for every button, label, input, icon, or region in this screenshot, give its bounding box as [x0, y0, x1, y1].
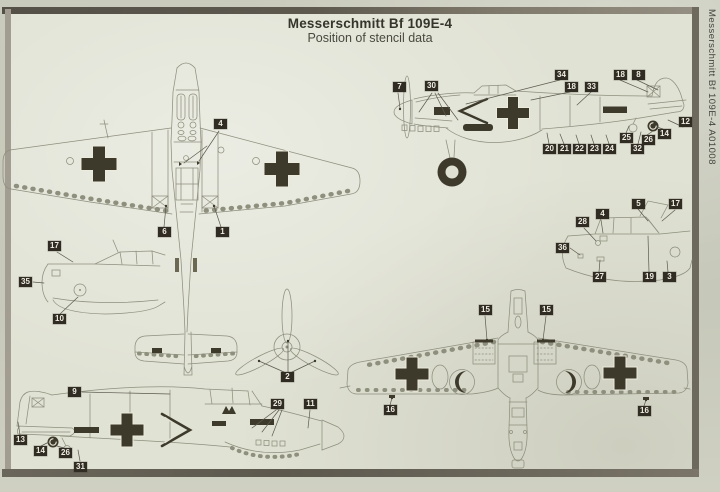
- callout-21: 21: [558, 144, 571, 154]
- chevron-marking: [162, 414, 190, 446]
- starboard-side-view: [394, 76, 686, 187]
- callout-7: 7: [393, 82, 406, 92]
- callout-15: 15: [540, 305, 553, 315]
- balkenkreuz-fuselage-side: [110, 413, 144, 447]
- callout-17: 17: [669, 199, 682, 209]
- callout-5: 5: [632, 199, 645, 209]
- balkenkreuz-left-wing-bottom: [395, 357, 429, 391]
- callout-18: 18: [614, 70, 627, 80]
- balkenkreuz-right-wing-top: [264, 151, 300, 187]
- callout-24: 24: [603, 144, 616, 154]
- balkenkreuz-fuselage-side: [497, 97, 530, 130]
- port-side-view: [17, 387, 344, 457]
- callout-23: 23: [588, 144, 601, 154]
- callout-4: 4: [214, 119, 227, 129]
- balkenkreuz-right-wing-bottom: [603, 356, 637, 390]
- spiral-emblem: [647, 120, 659, 132]
- callout-30: 30: [425, 81, 438, 91]
- balkenkreuz-left-wing-top: [81, 146, 117, 182]
- callout-leader-lines: [18, 80, 683, 461]
- callout-6: 6: [158, 227, 171, 237]
- callout-13: 13: [14, 435, 27, 445]
- callout-35: 35: [19, 277, 32, 287]
- underside-view: [340, 290, 690, 469]
- callout-12: 12: [679, 117, 692, 127]
- callout-17: 17: [48, 241, 61, 251]
- callout-20: 20: [543, 144, 556, 154]
- callout-4: 4: [596, 209, 609, 219]
- page-border-right: [692, 7, 699, 477]
- callout-22: 22: [573, 144, 586, 154]
- cockpit-detail-left: [42, 240, 165, 314]
- callout-32: 32: [631, 144, 644, 154]
- callout-28: 28: [576, 217, 589, 227]
- edge-kit-number-label: Messerschmitt Bf 109E-4 A01008: [706, 9, 717, 165]
- callout-1: 1: [216, 227, 229, 237]
- callout-16: 16: [638, 406, 651, 416]
- callout-27: 27: [593, 272, 606, 282]
- callout-16: 16: [384, 405, 397, 415]
- callout-18: 18: [565, 82, 578, 92]
- cockpit-detail-right: [562, 201, 692, 282]
- sheet-title: Messerschmitt Bf 109E-4 Position of sten…: [220, 16, 520, 45]
- callout-14: 14: [34, 446, 47, 456]
- callout-26: 26: [59, 448, 72, 458]
- page-border-top: [2, 7, 698, 14]
- fuselage-bar-marking: [603, 106, 627, 113]
- callout-33: 33: [585, 82, 598, 92]
- propeller-front-view: [233, 289, 340, 379]
- callout-9: 9: [68, 387, 81, 397]
- callout-31: 31: [74, 462, 87, 472]
- chevron-marking: [460, 99, 487, 123]
- top-view: [3, 63, 360, 375]
- fuselage-bar-marking: [74, 427, 99, 433]
- callout-25: 25: [620, 133, 633, 143]
- callout-15: 15: [479, 305, 492, 315]
- callout-2: 2: [281, 372, 294, 382]
- callout-34: 34: [555, 70, 568, 80]
- callout-19: 19: [643, 272, 656, 282]
- sheet-title-line1: Messerschmitt Bf 109E-4: [287, 16, 453, 31]
- page-border-left: [5, 9, 11, 471]
- sheet-title-line2: Position of stencil data: [307, 31, 433, 45]
- callout-14: 14: [658, 129, 671, 139]
- callout-36: 36: [556, 243, 569, 253]
- callout-11: 11: [304, 399, 317, 409]
- callout-8: 8: [632, 70, 645, 80]
- callout-10: 10: [53, 314, 66, 324]
- callout-29: 29: [271, 399, 284, 409]
- callout-26: 26: [642, 135, 655, 145]
- page-border-bottom: [2, 469, 699, 477]
- callout-3: 3: [663, 272, 676, 282]
